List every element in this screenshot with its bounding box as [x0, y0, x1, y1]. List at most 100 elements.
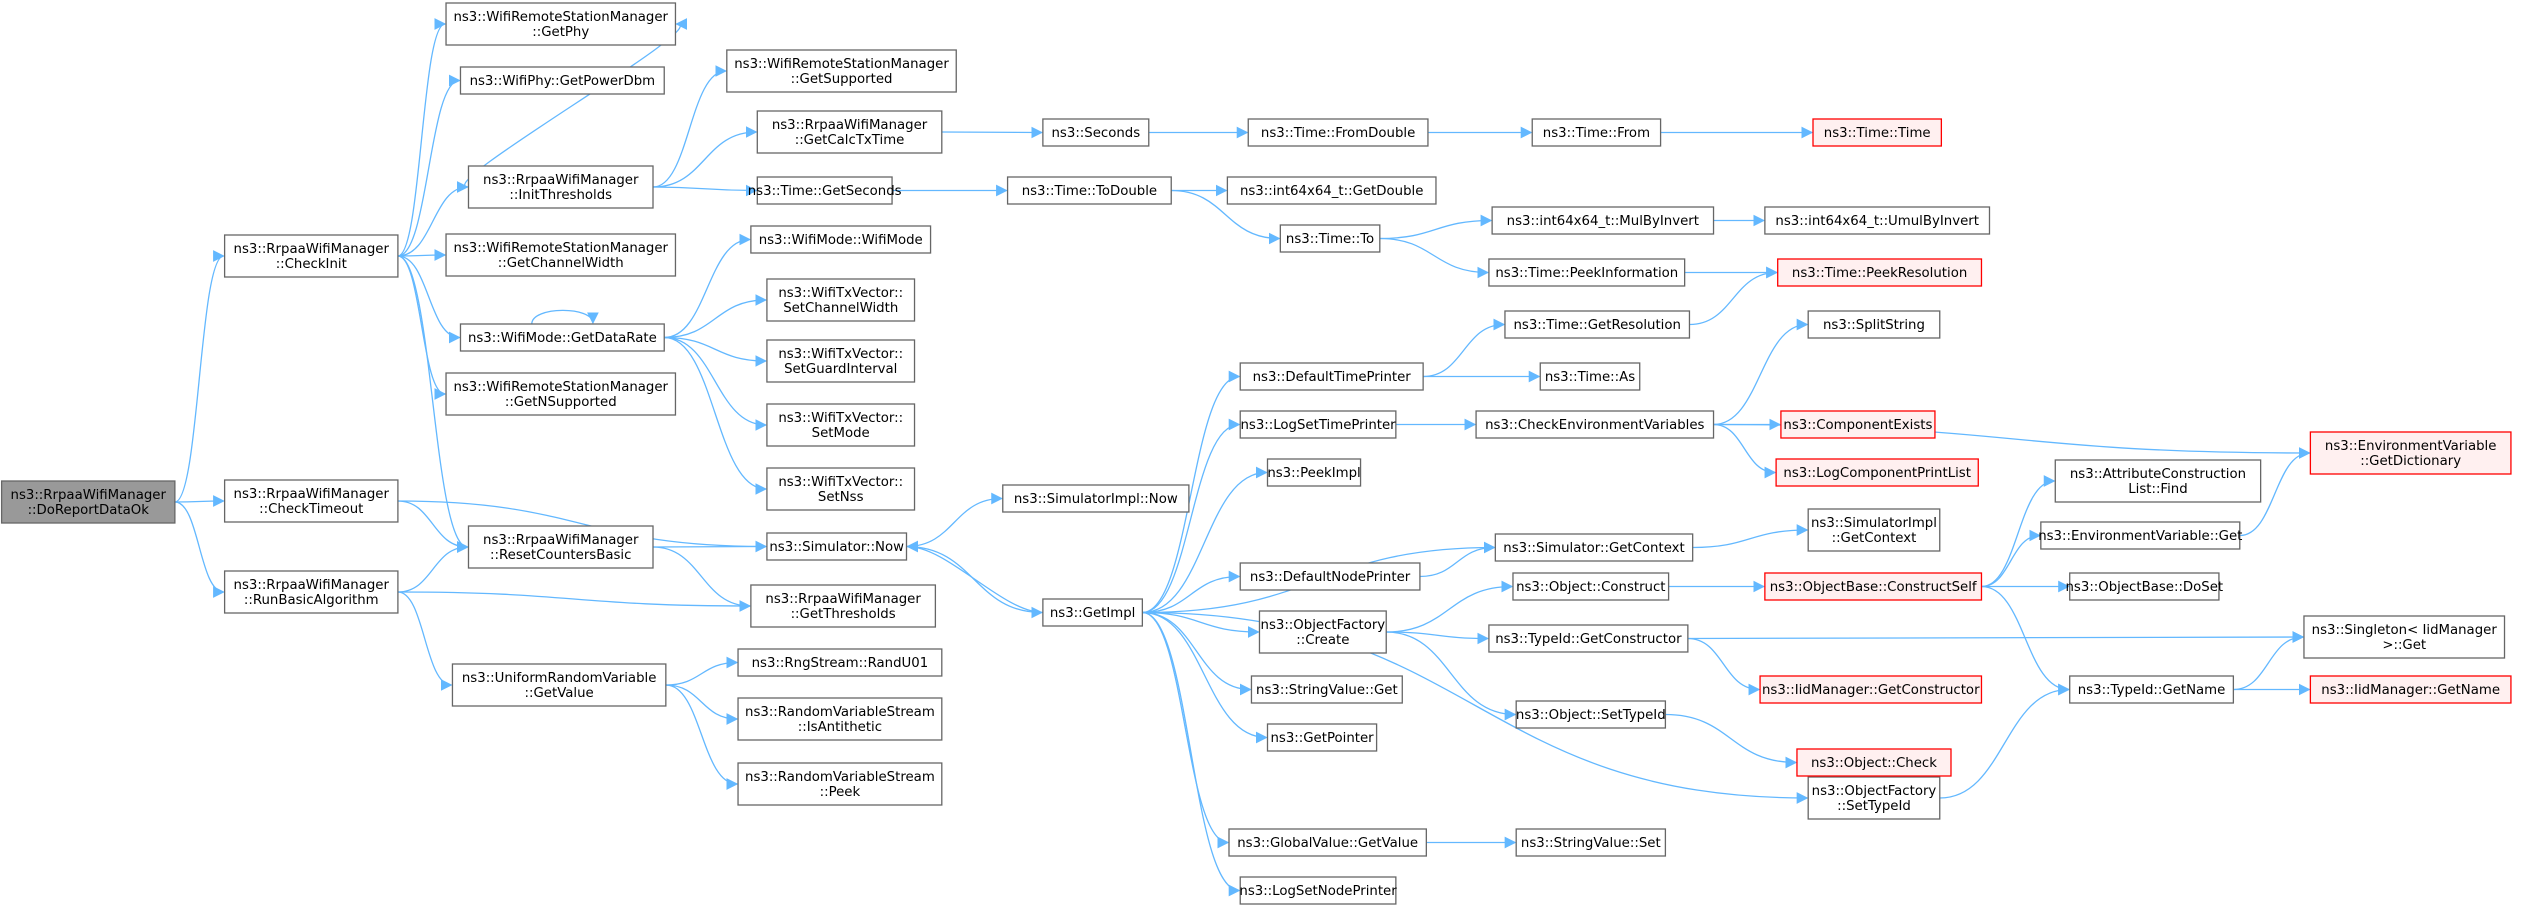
node-label: ns3::WifiMode::GetDataRate: [468, 331, 657, 346]
function-node[interactable]: ns3::DefaultNodePrinter: [1239, 562, 1421, 591]
call-edge: [1142, 611, 1809, 804]
node-box: [737, 762, 943, 806]
function-node[interactable]: ns3::int64x64_t::GetDouble: [1226, 176, 1437, 205]
node-box: [1258, 610, 1387, 654]
function-node[interactable]: ns3::ObjectBase::ConstructSelf: [1764, 572, 1983, 601]
call-edge: [664, 336, 768, 495]
function-node[interactable]: ns3::ComponentExists: [1780, 410, 1936, 439]
function-node[interactable]: ns3::WifiTxVector::SetGuardInterval: [766, 339, 916, 383]
function-node[interactable]: ns3::Time::As: [1539, 362, 1641, 391]
function-node[interactable]: ns3::SplitString: [1807, 310, 1941, 339]
node-box: [1515, 828, 1667, 857]
function-node[interactable]: ns3::Simulator::Now: [766, 532, 908, 561]
node-box: [1239, 410, 1397, 439]
function-node[interactable]: ns3::Time::PeekResolution: [1777, 258, 1983, 287]
node-label: ::Peek: [820, 785, 861, 800]
function-node[interactable]: ns3::CheckEnvironmentVariables: [1475, 410, 1715, 439]
node-box: [1796, 748, 1952, 777]
call-edge: [665, 684, 739, 725]
function-node[interactable]: ns3::Simulator::GetContext: [1494, 533, 1694, 562]
function-node[interactable]: ns3::int64x64_t::UmulByInvert: [1764, 206, 1991, 235]
function-node[interactable]: ns3::LogSetNodePrinter: [1239, 876, 1397, 905]
function-node[interactable]: ns3::SimulatorImpl::GetContext: [1807, 508, 1941, 552]
function-node[interactable]: ns3::RrpaaWifiManager::GetThresholds: [750, 584, 937, 628]
function-node[interactable]: ns3::GetPointer: [1266, 723, 1378, 752]
function-node[interactable]: ns3::SimulatorImpl::Now: [1002, 484, 1190, 513]
node-label: ::SetTypeId: [1837, 799, 1911, 814]
function-node[interactable]: ns3::WifiRemoteStationManager::GetSuppor…: [726, 49, 957, 93]
function-node[interactable]: ns3::int64x64_t::MulByInvert: [1491, 206, 1715, 235]
function-node[interactable]: ns3::DefaultTimePrinter: [1239, 362, 1424, 391]
function-node[interactable]: ns3::GetImpl: [1042, 598, 1144, 627]
function-node[interactable]: ns3::LogComponentPrintList: [1775, 458, 1979, 487]
function-node[interactable]: ns3::ObjectFactory::SetTypeId: [1807, 776, 1941, 820]
function-node[interactable]: ns3::Time::GetResolution: [1504, 310, 1691, 339]
function-node[interactable]: ns3::RrpaaWifiManager::InitThresholds: [467, 165, 654, 209]
function-node[interactable]: ns3::GlobalValue::GetValue: [1228, 828, 1427, 857]
function-node[interactable]: ns3::IidManager::GetName: [2309, 675, 2512, 704]
node-label: ns3::StringValue::Set: [1521, 836, 1661, 851]
call-edge: [665, 684, 739, 790]
function-node[interactable]: ns3::Time::FromDouble: [1247, 118, 1429, 147]
call-edge: [1423, 318, 1506, 378]
function-node[interactable]: ns3::RrpaaWifiManager::CheckTimeout: [223, 479, 399, 523]
function-node[interactable]: ns3::RrpaaWifiManager::DoReportDataOk: [0, 480, 176, 524]
call-edge: [1665, 713, 1798, 769]
node-label: ns3::TypeId::GetName: [2078, 683, 2226, 698]
node-label: ::GetPhy: [532, 25, 589, 40]
function-node[interactable]: ns3::UniformRandomVariable::GetValue: [451, 663, 667, 707]
function-node[interactable]: ns3::WifiTxVector::SetNss: [766, 467, 916, 511]
function-node[interactable]: ns3::WifiRemoteStationManager::GetPhy: [445, 2, 677, 46]
node-box: [1512, 572, 1670, 601]
function-node[interactable]: ns3::RngStream::RandU01: [737, 648, 943, 677]
node-box: [2309, 675, 2512, 704]
node-label: ns3::UniformRandomVariable: [462, 671, 657, 686]
function-node[interactable]: ns3::Time::Time: [1812, 118, 1943, 147]
function-node[interactable]: ns3::IidManager::GetConstructor: [1759, 675, 1983, 704]
node-label: ::DoReportDataOk: [28, 503, 150, 518]
function-node[interactable]: ns3::RandomVariableStream::IsAntithetic: [737, 697, 943, 741]
node-box: [737, 648, 943, 677]
node-label: ns3::DefaultTimePrinter: [1253, 370, 1412, 385]
function-node[interactable]: ns3::LogSetTimePrinter: [1239, 410, 1397, 439]
function-node[interactable]: ns3::Time::PeekInformation: [1488, 258, 1686, 287]
function-node[interactable]: ns3::WifiMode::WifiMode: [750, 225, 932, 254]
function-node[interactable]: ns3::Time::ToDouble: [1006, 176, 1172, 205]
function-node[interactable]: ns3::WifiRemoteStationManager::GetChanne…: [445, 233, 677, 277]
function-node[interactable]: ns3::WifiMode::GetDataRate: [459, 323, 665, 352]
function-node[interactable]: ns3::RrpaaWifiManager::CheckInit: [223, 234, 399, 278]
function-node[interactable]: ns3::StringValue::Get: [1250, 675, 1403, 704]
function-node[interactable]: ns3::Object::SetTypeId: [1515, 700, 1667, 729]
function-node[interactable]: ns3::EnvironmentVariable::GetDictionary: [2309, 431, 2512, 475]
function-node[interactable]: ns3::ObjectFactory::Create: [1258, 610, 1387, 654]
function-node[interactable]: ns3::Seconds: [1042, 118, 1150, 147]
function-node[interactable]: ns3::Singleton< IidManager >::Get: [2303, 615, 2506, 659]
function-node[interactable]: ns3::WifiPhy::GetPowerDbm: [459, 66, 665, 95]
node-label: ns3::RrpaaWifiManager: [234, 578, 390, 593]
function-node[interactable]: ns3::RrpaaWifiManager::RunBasicAlgorithm: [223, 570, 399, 614]
function-node[interactable]: ns3::ObjectBase::DoSet: [2066, 572, 2224, 601]
function-node[interactable]: ns3::EnvironmentVariable::Get: [2038, 521, 2242, 550]
node-label: ns3::RrpaaWifiManager: [11, 488, 167, 503]
node-label: >::Get: [2382, 638, 2426, 653]
function-node[interactable]: ns3::PeekImpl: [1266, 458, 1362, 487]
call-edge: [1687, 637, 1761, 696]
function-node[interactable]: ns3::StringValue::Set: [1515, 828, 1667, 857]
node-box: [2303, 615, 2506, 659]
function-node[interactable]: ns3::WifiTxVector::SetMode: [766, 403, 916, 447]
function-node[interactable]: ns3::WifiRemoteStationManager::GetNSuppo…: [445, 372, 677, 416]
function-node[interactable]: ns3::Time::From: [1531, 118, 1662, 147]
function-node[interactable]: ns3::TypeId::GetName: [2069, 675, 2235, 704]
function-node[interactable]: ns3::RrpaaWifiManager::GetCalcTxTime: [756, 110, 943, 154]
function-node[interactable]: ns3::RandomVariableStream::Peek: [737, 762, 943, 806]
function-node[interactable]: ns3::TypeId::GetConstructor: [1488, 624, 1689, 653]
function-node[interactable]: ns3::RrpaaWifiManager::ResetCountersBasi…: [467, 525, 654, 569]
call-edge: [531, 309, 599, 325]
node-label: ns3::EnvironmentVariable: [2325, 439, 2497, 454]
function-node[interactable]: ns3::Object::Construct: [1512, 572, 1670, 601]
function-node[interactable]: ns3::Time::To: [1279, 224, 1381, 253]
function-node[interactable]: ns3::Time::GetSeconds: [748, 176, 902, 205]
function-node[interactable]: ns3::WifiTxVector::SetChannelWidth: [766, 278, 916, 322]
function-node[interactable]: ns3::Object::Check: [1796, 748, 1952, 777]
